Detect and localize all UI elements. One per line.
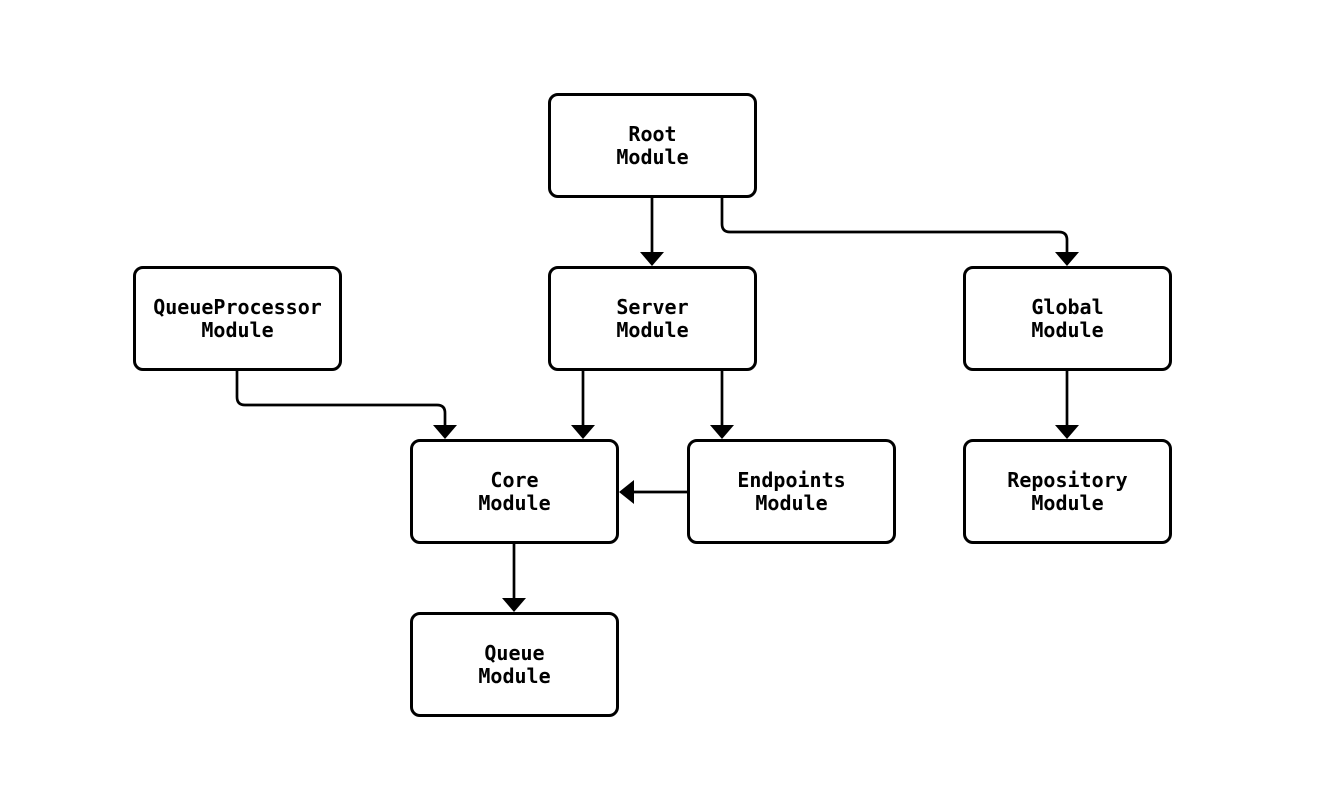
node-label-line: Module — [616, 144, 689, 169]
arrowhead-server-to-endpoints — [710, 425, 734, 439]
node-label-line: Module — [478, 663, 551, 688]
edge-queueprocessor-to-core — [235, 371, 447, 426]
node-label-line: Module — [1031, 490, 1104, 515]
node-label-line: Module — [201, 317, 274, 342]
node-queue-module: Queue Module — [410, 612, 619, 717]
node-label-line: Core — [490, 467, 539, 492]
arrowhead-root-to-global — [1055, 252, 1079, 266]
arrowhead-global-to-repository — [1055, 425, 1079, 439]
node-label-line: Module — [1031, 317, 1104, 342]
arrowhead-endpoints-to-core — [619, 480, 634, 504]
node-root-module: Root Module — [548, 93, 757, 198]
node-endpoints-module: Endpoints Module — [687, 439, 896, 544]
node-label-line: Module — [616, 317, 689, 342]
arrowhead-core-to-queue — [502, 598, 526, 612]
node-label-line: Queue — [484, 640, 545, 665]
node-queueprocessor-module: QueueProcessor Module — [133, 266, 342, 371]
node-label-line: Server — [616, 294, 689, 319]
node-label-line: QueueProcessor — [153, 294, 322, 319]
node-global-module: Global Module — [963, 266, 1172, 371]
node-server-module: Server Module — [548, 266, 757, 371]
arrowhead-root-to-server — [640, 252, 664, 266]
node-label-line: Module — [478, 490, 551, 515]
node-label-line: Global — [1031, 294, 1104, 319]
edge-root-to-global — [720, 198, 1069, 253]
node-label-line: Module — [755, 490, 828, 515]
node-label-line: Repository — [1007, 467, 1128, 492]
arrowhead-server-to-core — [571, 425, 595, 439]
node-repository-module: Repository Module — [963, 439, 1172, 544]
node-label-line: Endpoints — [737, 467, 846, 492]
node-core-module: Core Module — [410, 439, 619, 544]
node-label-line: Root — [628, 121, 677, 146]
arrowhead-queueprocessor-to-core — [433, 425, 457, 439]
